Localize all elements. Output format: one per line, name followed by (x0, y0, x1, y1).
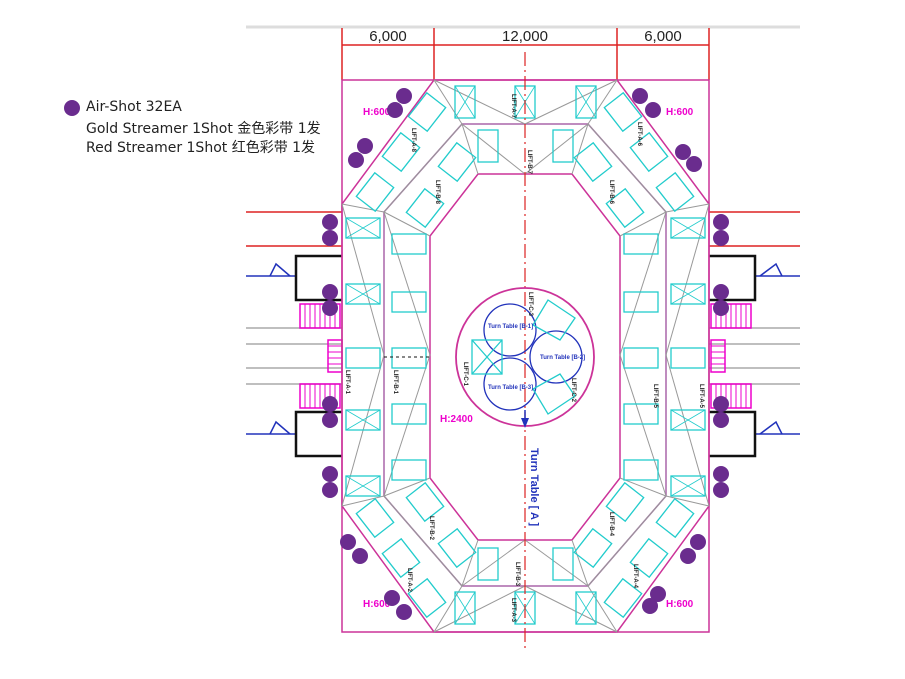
legend-red-streamer: Red Streamer 1Shot 红色彩带 1发 (86, 140, 316, 156)
air-shot-marker (348, 152, 364, 168)
height-bottom-right: H:600 (666, 599, 694, 610)
turn-table-b1 (483, 303, 537, 357)
air-shot-marker (322, 412, 338, 428)
air-shot-marker (322, 466, 338, 482)
lift-a1-label: LIFT-A-1 (344, 370, 350, 395)
side-walkways (246, 327, 800, 385)
air-shot-marker (713, 214, 729, 230)
air-shot-marker (384, 590, 400, 606)
turn-table-b1-label: Turn Table [B-1] (488, 324, 533, 330)
lift-b8-label: LIFT-B-8 (434, 180, 440, 205)
legend-air-shot: Air-Shot 32EA (86, 99, 182, 115)
truss-lines (341, 79, 710, 633)
side-blue-lines (246, 262, 800, 435)
turn-table-b2-label: Turn Table [B-2] (540, 355, 585, 361)
air-shot-marker (713, 230, 729, 246)
lift-c3-label: LIFT-C-3 (527, 292, 533, 317)
dimension-center: 12,000 (502, 28, 548, 45)
air-shot-marker (686, 156, 702, 172)
air-shot-marker (322, 230, 338, 246)
air-shot-markers (322, 88, 729, 620)
height-top-left: H:600 (363, 107, 391, 118)
side-stairs (299, 303, 752, 409)
dimension-lines (341, 28, 710, 80)
air-shot-marker (650, 586, 666, 602)
lift-b2-label: LIFT-B-2 (428, 516, 434, 541)
turn-table-b3-label: Turn Table [B-3] (488, 385, 533, 391)
lift-box-crosses (345, 85, 706, 625)
lift-c1-label: LIFT-C-1 (462, 362, 468, 387)
height-center: H:2400 (440, 414, 473, 425)
air-shot-marker (713, 466, 729, 482)
dimension-left: 6,000 (369, 28, 407, 45)
outer-octagon (341, 79, 710, 633)
air-shot-marker (352, 548, 368, 564)
air-shot-marker (713, 284, 729, 300)
lift-a4-label: LIFT-A-4 (632, 564, 638, 589)
lift-a8-label: LIFT-A-8 (410, 128, 416, 153)
side-brackets (294, 254, 757, 458)
turn-table-arrowhead (521, 418, 529, 428)
air-shot-marker (357, 138, 373, 154)
lift-b4-label: LIFT-B-4 (608, 512, 614, 537)
lift-b6-label: LIFT-B-6 (608, 180, 614, 205)
air-shot-marker (713, 396, 729, 412)
air-shot-marker (322, 284, 338, 300)
lift-b1-label: LIFT-B-1 (392, 370, 398, 395)
air-shot-marker (632, 88, 648, 104)
lift-boxes (345, 85, 706, 625)
legend-gold-streamer: Gold Streamer 1Shot 金色彩带 1发 (86, 121, 321, 137)
air-shot-marker (387, 102, 403, 118)
air-shot-marker (322, 300, 338, 316)
stage-outer-boundary (341, 79, 710, 633)
lift-a2-label: LIFT-A-2 (406, 568, 412, 593)
air-shot-marker (713, 412, 729, 428)
air-shot-marker (396, 88, 412, 104)
lift-a3-label: LIFT-A-3 (510, 598, 516, 623)
turn-table-lifts (471, 299, 576, 415)
dimension-right: 6,000 (644, 28, 682, 45)
height-top-right: H:600 (666, 107, 694, 118)
air-shot-marker (322, 396, 338, 412)
lift-c2-label: LIFT-C-2 (570, 378, 576, 403)
air-shot-marker (642, 598, 658, 614)
air-shot-marker (340, 534, 356, 550)
lift-a6-label: LIFT-A-6 (636, 122, 642, 147)
turn-table-a-label: Turn Table [ A ] (528, 448, 540, 527)
side-red-lines (246, 211, 800, 247)
air-shot-marker (713, 482, 729, 498)
air-shot-legend-icon (64, 100, 80, 116)
air-shot-marker (675, 144, 691, 160)
lift-b5-label: LIFT-B-5 (652, 384, 658, 409)
air-shot-marker (645, 102, 661, 118)
air-shot-marker (322, 482, 338, 498)
air-shot-marker (690, 534, 706, 550)
height-bottom-left: H:600 (363, 599, 391, 610)
turn-table-b3 (483, 357, 537, 411)
lift-a5-label: LIFT-A-5 (698, 384, 704, 409)
air-shot-marker (322, 214, 338, 230)
air-shot-marker (713, 300, 729, 316)
air-shot-marker (680, 548, 696, 564)
lift-a7-label: LIFT-A-7 (510, 94, 516, 119)
lift-b7-label: LIFT-B-7 (526, 150, 532, 175)
lift-b3-label: LIFT-B-3 (514, 562, 520, 587)
turn-table-b2 (529, 330, 583, 384)
lift-labels: LIFT-A-7 LIFT-A-8 LIFT-A-6 LIFT-A-1 LIFT… (344, 94, 704, 623)
air-shot-marker (396, 604, 412, 620)
